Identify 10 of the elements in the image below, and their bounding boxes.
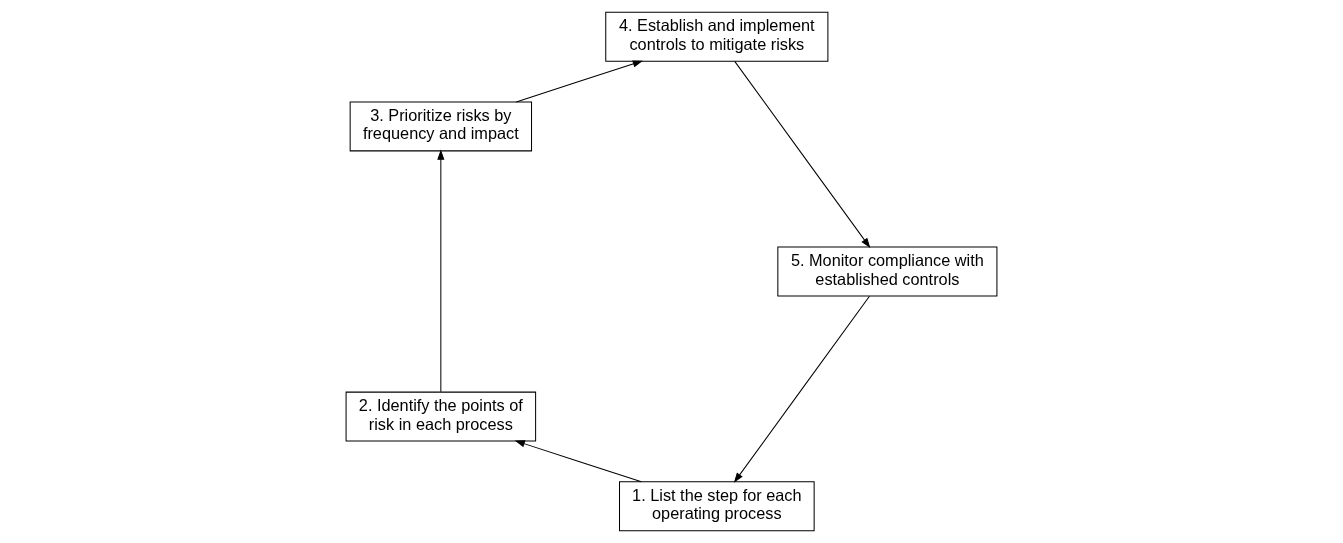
arrow <box>515 60 643 103</box>
node-box: 2. Identify the points of risk in each process <box>345 391 537 442</box>
arrow <box>437 149 445 393</box>
arrow <box>734 60 871 249</box>
node-box: 1. List the step for each operating process <box>619 481 815 532</box>
arrow <box>514 440 642 483</box>
node-box: 4. Establish and implement controls to mitigate risks <box>605 11 829 62</box>
arrow <box>733 295 870 483</box>
node-box: 3. Prioritize risks by frequency and impact <box>349 101 533 152</box>
node-box: 5. Monitor compliance with established controls <box>777 246 998 297</box>
